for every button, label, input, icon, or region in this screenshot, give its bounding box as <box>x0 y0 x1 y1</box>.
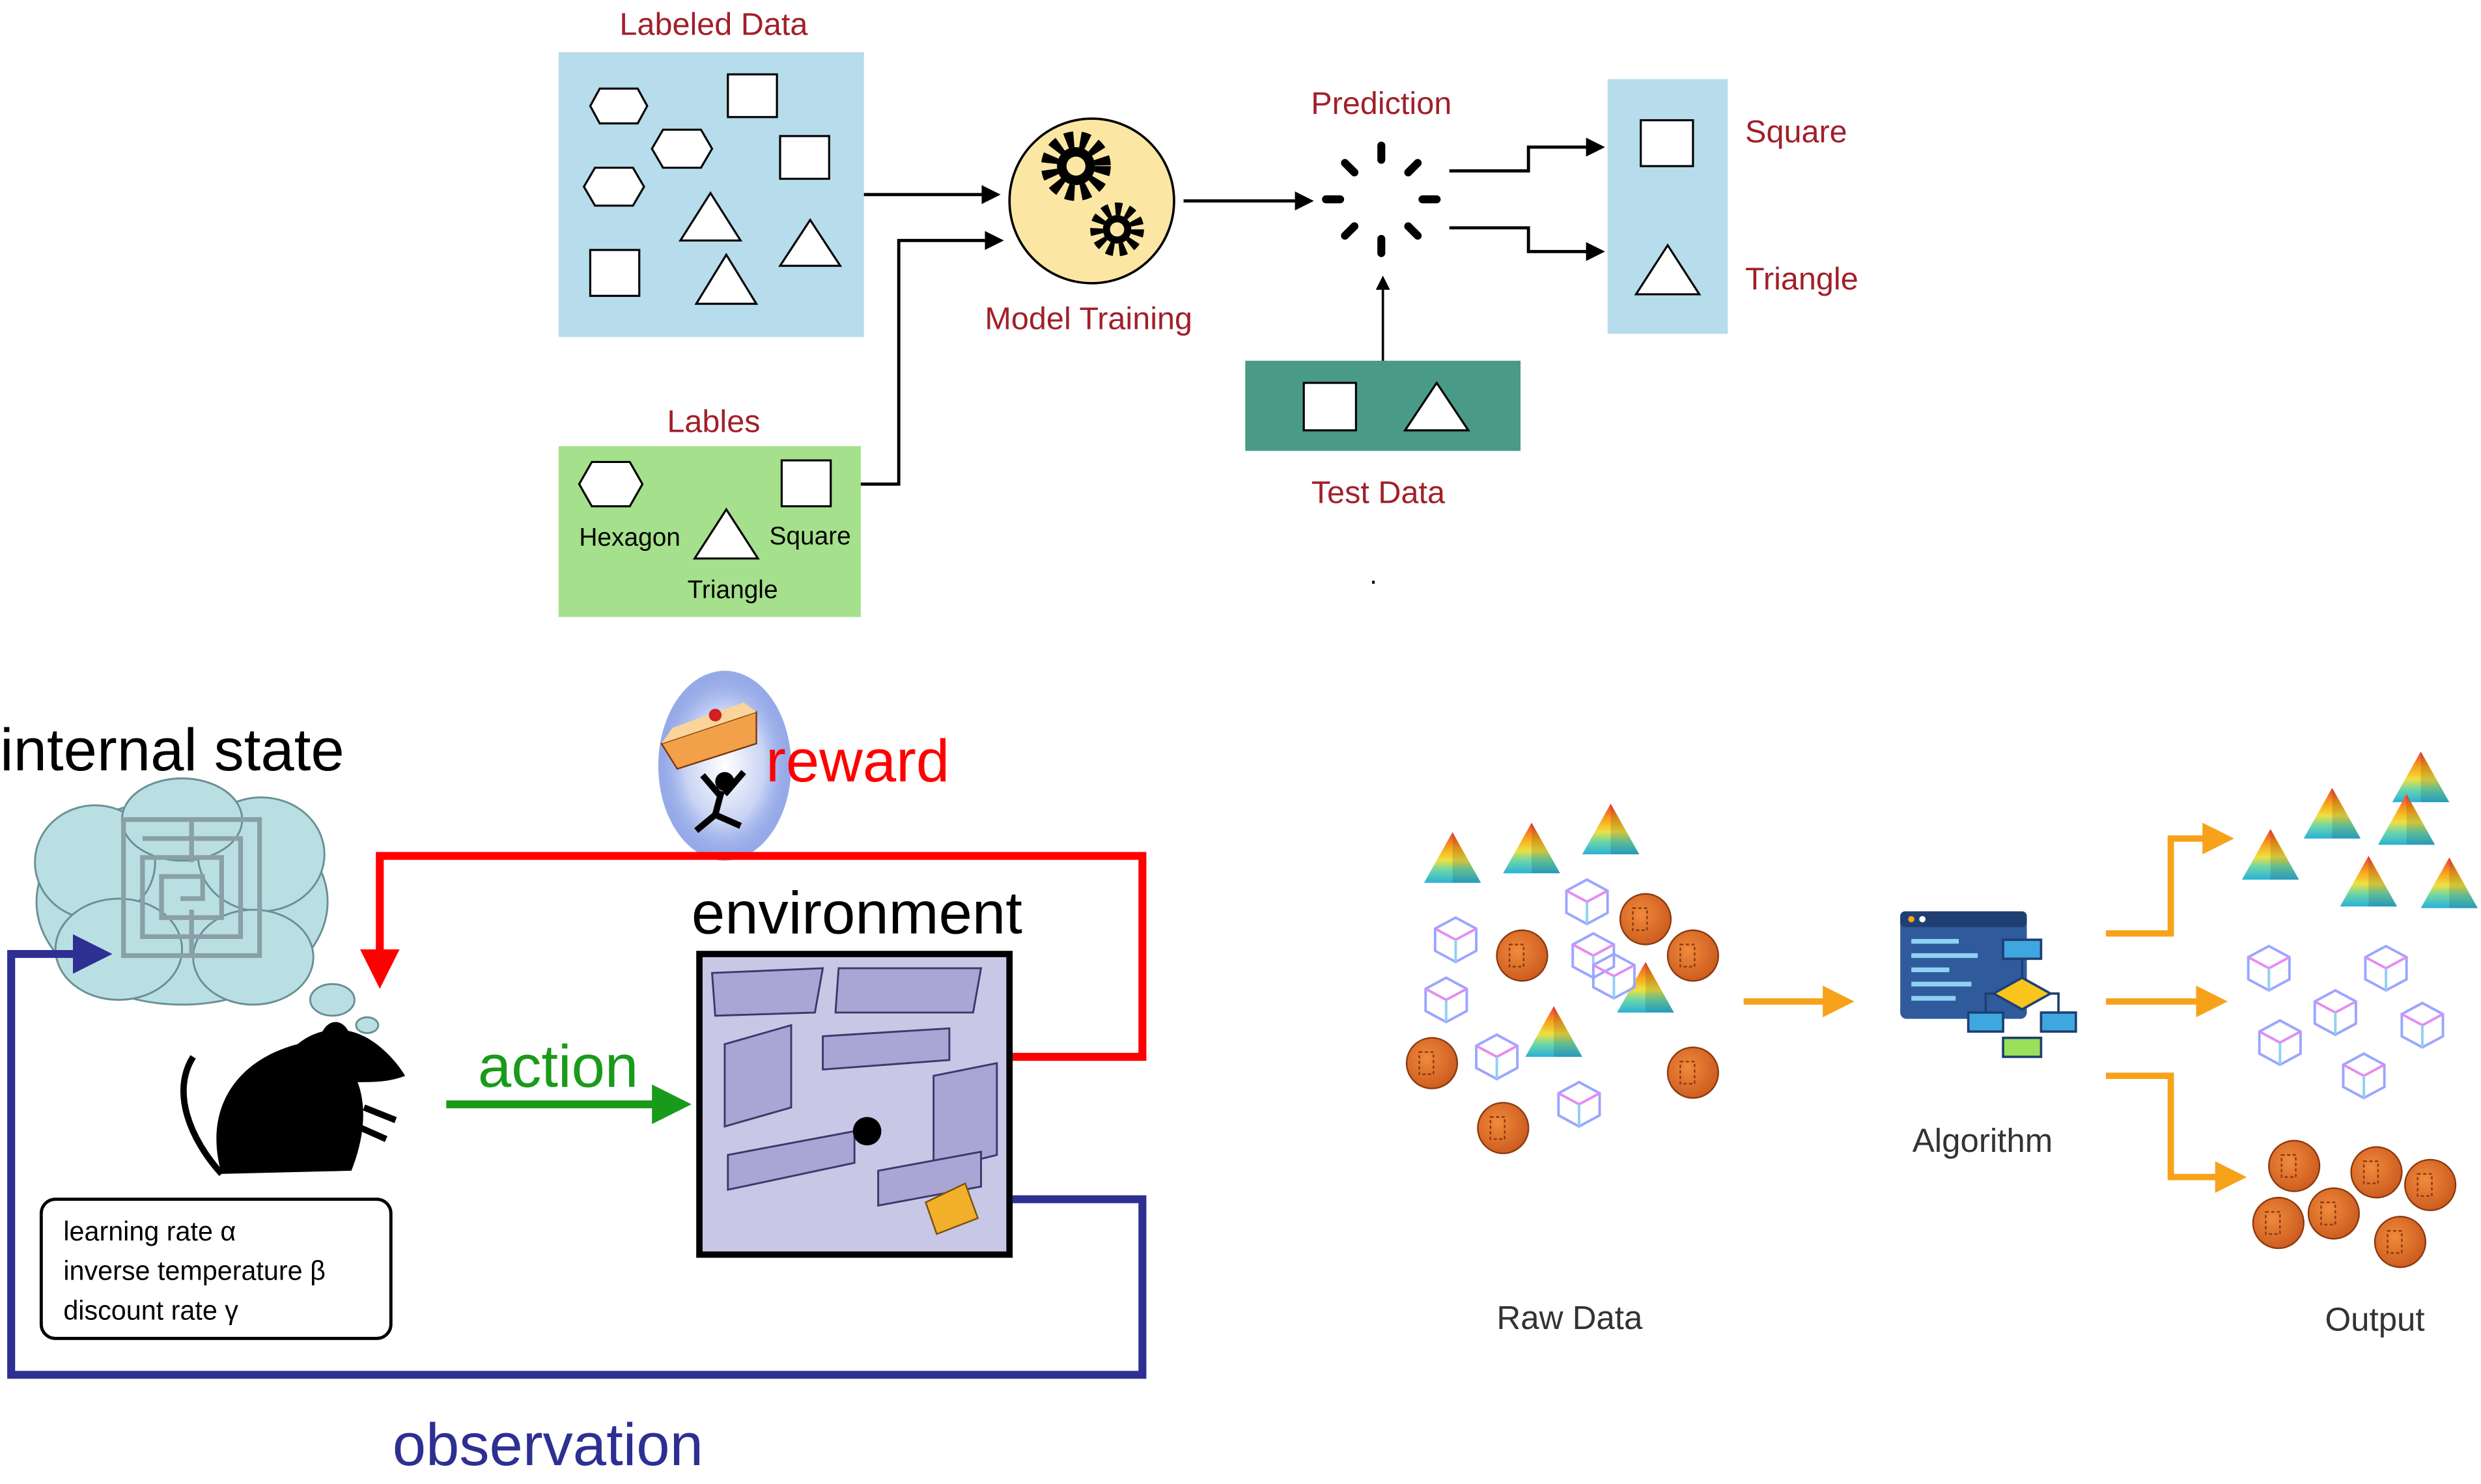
maze-icon <box>121 817 262 959</box>
raw-data-items <box>1405 804 1719 1155</box>
triangle-shape <box>778 217 843 267</box>
cube-icon <box>2247 944 2291 992</box>
labeled-data-shapes <box>582 73 843 305</box>
arrow-to-pyramids <box>2106 822 2234 937</box>
cube-icon <box>1424 976 1468 1024</box>
reward-label: reward <box>766 727 949 794</box>
reward-halo <box>658 671 791 861</box>
model-training-circle <box>1008 117 1175 285</box>
maze-environment-image <box>696 951 1013 1258</box>
cube-icon <box>1475 1033 1519 1081</box>
label-square: Square <box>769 522 850 550</box>
coin-icon <box>1666 929 1719 982</box>
coin-icon <box>2268 1140 2321 1192</box>
pyramid-icon <box>2303 787 2361 839</box>
cube-icon <box>1565 878 1609 926</box>
cube-icon <box>2313 988 2357 1037</box>
coin-icon <box>2350 1146 2403 1199</box>
cube-icon <box>2342 1052 2386 1100</box>
coin-icon <box>2404 1158 2457 1211</box>
test-data-label: Test Data <box>1311 475 1446 511</box>
cube-icon <box>2400 1001 2445 1049</box>
triangle-shape <box>1634 243 1702 296</box>
output-square-label: Square <box>1745 115 1847 150</box>
thought-cloud <box>34 777 380 1035</box>
coin-icon <box>1619 893 1672 945</box>
coin-icon <box>2374 1216 2427 1268</box>
cube-icon <box>1591 952 1636 1000</box>
label-triangle: Triangle <box>688 576 778 604</box>
reward-arrow <box>359 852 1147 1061</box>
labeled-data-title: Labeled Data <box>619 7 808 42</box>
stray-dot: . <box>1369 559 1377 591</box>
pyramid-icon <box>2241 829 2299 880</box>
raw-data-label: Raw Data <box>1496 1299 1643 1336</box>
triangle-shape <box>692 507 760 560</box>
pyramid-icon <box>1617 962 1674 1013</box>
action-label: action <box>478 1032 638 1100</box>
hexagon-shape <box>578 460 644 508</box>
coin-icon <box>1666 1046 1719 1099</box>
label-hexagon: Hexagon <box>579 524 680 552</box>
internal-state-label: internal state <box>0 716 344 783</box>
hexagon-shape <box>589 87 649 125</box>
cube-icon <box>2364 944 2408 992</box>
environment-label: environment <box>692 878 1022 946</box>
coin-icon <box>1477 1102 1530 1155</box>
hexagon-shape <box>582 166 645 207</box>
coin-icon <box>1496 929 1549 982</box>
output-triangle-label: Triangle <box>1745 262 1858 297</box>
triangle-shape <box>694 253 759 305</box>
prediction-label: Prediction <box>1311 86 1451 121</box>
square-shape <box>780 459 832 508</box>
rat-icon <box>180 1022 406 1177</box>
pyramid-icon <box>1423 832 1481 883</box>
running-man-cake-icon <box>660 702 757 833</box>
coin-icon <box>2307 1187 2360 1240</box>
observation-label: observation <box>393 1410 703 1478</box>
reinforcement-learning-diagram: internal state reward <box>0 671 1147 1478</box>
triangle-shape <box>679 191 743 242</box>
cube-icon <box>1557 1080 1601 1128</box>
param-discount-rate: discount rate γ <box>63 1295 238 1325</box>
square-shape <box>589 249 641 297</box>
algorithm-icon <box>1900 911 2077 1058</box>
square-shape <box>779 135 830 180</box>
output-items <box>2241 751 2478 1268</box>
output-box <box>1607 79 1728 334</box>
gears-icon <box>1041 131 1144 257</box>
pyramid-icon <box>2420 857 2478 908</box>
arrow-to-triangle <box>1449 226 1605 261</box>
arrow-to-square <box>1449 137 1605 173</box>
algorithm-label: Algorithm <box>1913 1122 2053 1159</box>
output-label: Output <box>2325 1300 2424 1337</box>
square-shape <box>1640 119 1694 167</box>
parameters-box <box>39 1197 393 1340</box>
triangle-shape <box>1403 381 1470 432</box>
pyramid-icon <box>1525 1006 1582 1057</box>
observation-arrow <box>7 934 1147 1379</box>
unsupervised-learning-diagram: Raw Data Al <box>1405 751 2478 1337</box>
arrow-to-coins <box>2106 1072 2247 1193</box>
coin-icon <box>1405 1037 1459 1089</box>
cube-icon <box>1433 916 1478 964</box>
square-shape <box>727 73 778 119</box>
pyramid-icon <box>1503 822 1560 874</box>
cube-icon <box>2258 1018 2302 1067</box>
prediction-spinner-icon <box>1322 141 1441 257</box>
supervised-learning-diagram: Labeled Data Lables Hexagon Square Trian… <box>558 7 1858 617</box>
coin-icon <box>2252 1197 2305 1250</box>
arrow-labels-to-training <box>860 231 1004 486</box>
param-inverse-temperature: inverse temperature β <box>63 1256 325 1286</box>
pyramid-icon <box>1582 804 1640 855</box>
test-data-box <box>1245 360 1521 451</box>
labels-title: Lables <box>667 404 760 439</box>
param-learning-rate: learning rate α <box>63 1216 236 1246</box>
pyramid-icon <box>2340 856 2398 907</box>
hexagon-shape <box>651 128 714 169</box>
square-shape <box>1302 382 1357 432</box>
model-training-label: Model Training <box>985 301 1192 336</box>
pyramid-icon <box>2392 751 2450 802</box>
